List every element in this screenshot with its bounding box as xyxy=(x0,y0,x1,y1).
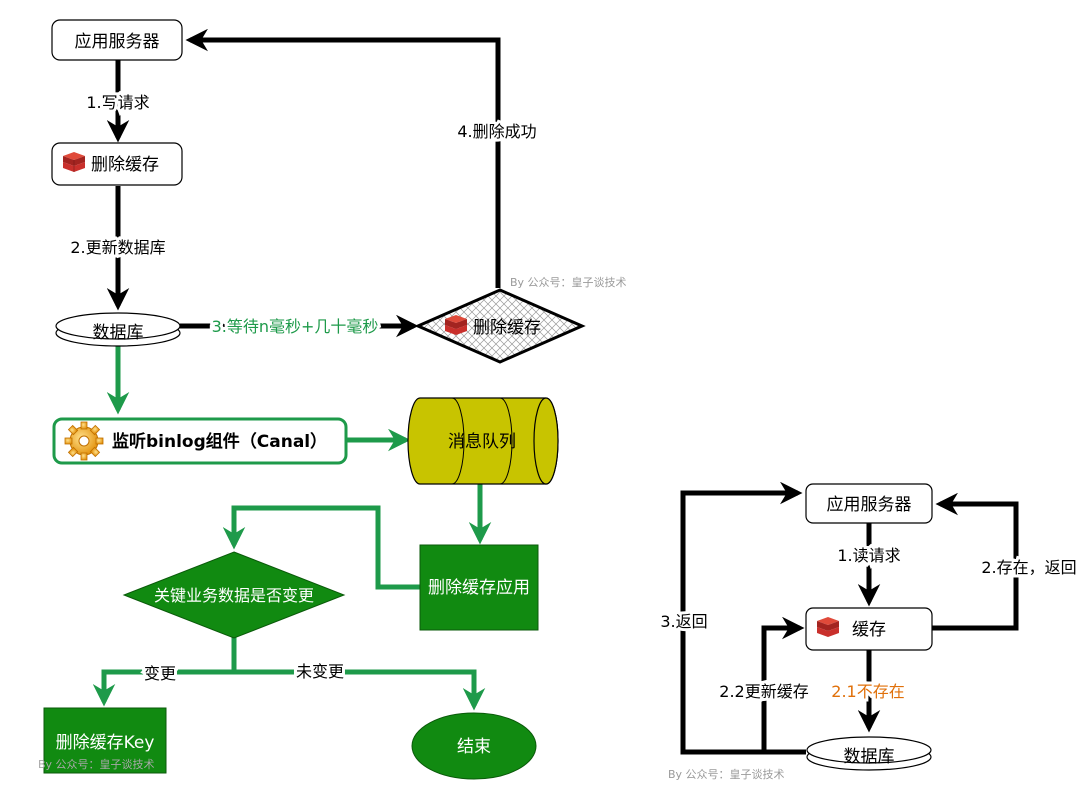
arrow-app-to-decision xyxy=(222,505,420,590)
canal-node xyxy=(52,417,348,465)
watermark-3: By 公众号：皇子谈技术 xyxy=(668,767,785,781)
redis-icon-2 xyxy=(445,315,467,335)
exists-return-label: 2.存在，返回 xyxy=(981,558,1076,577)
step1-label: 1.写请求 xyxy=(86,93,149,112)
not-exists-label: 2.1不存在 xyxy=(831,682,904,701)
update-cache-label: 2.2更新缓存 xyxy=(719,682,808,701)
changed-label: 变更 xyxy=(144,664,176,683)
delete-cache-key-node xyxy=(43,707,167,774)
message-queue-node xyxy=(407,397,559,485)
app-server-label: 应用服务器 xyxy=(75,32,160,52)
right-cache-node xyxy=(805,607,933,651)
arrow-return xyxy=(680,481,806,755)
end-node xyxy=(411,712,537,780)
redis-icon-3 xyxy=(817,617,839,637)
delete-cache-2-label: 删除缓存 xyxy=(473,318,541,338)
delete-cache-node xyxy=(51,142,183,186)
message-queue-label: 消息队列 xyxy=(448,432,516,452)
step2-label: 2.更新数据库 xyxy=(70,238,165,257)
gear-icon xyxy=(64,421,104,461)
right-database-node xyxy=(806,736,932,771)
delete-cache-key-label: 删除缓存Key xyxy=(56,733,155,753)
end-label: 结束 xyxy=(457,737,491,757)
arrow-to-delete-key xyxy=(92,669,234,707)
right-database-label: 数据库 xyxy=(844,747,895,767)
redis-icon xyxy=(63,152,85,172)
step4-label: 4.删除成功 xyxy=(457,122,536,141)
delete-cache-app-label: 删除缓存应用 xyxy=(428,578,530,598)
read-request-label: 1.读请求 xyxy=(837,546,900,565)
arrow-exists-return xyxy=(932,492,1019,631)
right-app-server-node xyxy=(805,483,933,524)
right-cache-label: 缓存 xyxy=(852,620,886,640)
database-label: 数据库 xyxy=(93,323,144,343)
arrow-delete-success xyxy=(185,28,501,288)
step3-label: 3.等待n毫秒+几十毫秒 xyxy=(212,317,379,336)
return-label: 3.返回 xyxy=(660,612,707,631)
decision-label: 关键业务数据是否变更 xyxy=(154,586,314,605)
app-server-node xyxy=(51,19,183,61)
delete-cache-app-node xyxy=(419,544,539,631)
arrow-to-end xyxy=(234,669,486,711)
watermark-2: By 公众号：皇子谈技术 xyxy=(38,757,155,771)
delete-cache-diamond xyxy=(414,288,586,364)
canal-label: 监听binlog组件（Canal） xyxy=(112,431,327,452)
decision-node xyxy=(122,551,346,639)
delete-cache-label: 删除缓存 xyxy=(91,155,159,175)
database-node xyxy=(55,312,181,347)
unchanged-label: 未变更 xyxy=(296,662,344,681)
watermark-1: By 公众号：皇子谈技术 xyxy=(510,275,627,289)
right-app-server-label: 应用服务器 xyxy=(827,495,912,515)
